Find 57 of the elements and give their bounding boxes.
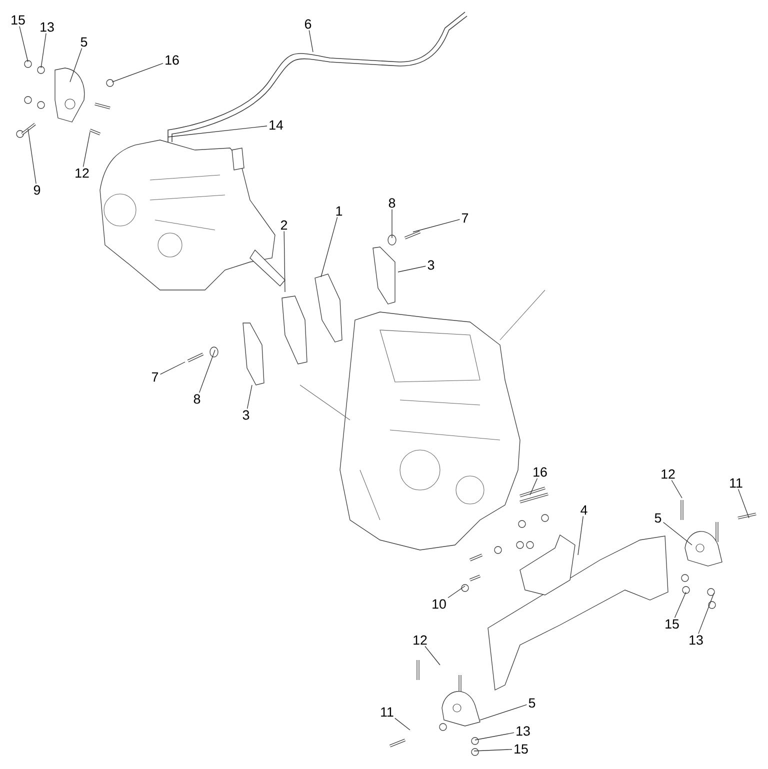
leader-line <box>398 266 426 272</box>
leader-line <box>578 516 584 556</box>
leader-line <box>480 704 528 720</box>
callout-number: 12 <box>662 469 675 479</box>
leader-line <box>284 230 286 292</box>
leader-line <box>19 26 28 62</box>
callout-number: 13 <box>690 635 703 645</box>
callout-number: 8 <box>194 394 200 404</box>
callout-number: 16 <box>166 55 179 65</box>
callout-number: 2 <box>280 220 288 230</box>
leader-line <box>474 732 514 740</box>
leader-line <box>40 33 46 68</box>
callout-number: 5 <box>80 37 88 47</box>
callout-number: 5 <box>654 513 662 523</box>
leader-line <box>320 216 338 278</box>
callout-number: 7 <box>152 372 158 382</box>
callout-number: 15 <box>12 15 25 25</box>
callout-number: 11 <box>730 478 742 488</box>
callout-number: 3 <box>242 410 250 420</box>
leader-line <box>662 522 692 546</box>
leader-line <box>112 62 164 82</box>
callout-number: 13 <box>516 726 530 736</box>
leader-line <box>70 48 82 82</box>
callout-number: 13 <box>40 22 54 32</box>
callout-number: 1 <box>336 206 342 216</box>
callout-number: 15 <box>514 744 528 754</box>
leader-line <box>424 646 440 666</box>
leader-line <box>474 749 512 752</box>
callout-number: 10 <box>432 599 446 609</box>
callout-number: 6 <box>304 19 312 29</box>
callout-number: 12 <box>414 635 427 645</box>
leader-line <box>160 362 186 375</box>
leader-line <box>412 219 460 232</box>
callout-number: 15 <box>666 619 679 629</box>
leader-line <box>28 128 36 184</box>
callout-number: 16 <box>534 467 547 477</box>
callout-number: 14 <box>270 120 284 130</box>
leader-line <box>246 384 252 410</box>
leader-line <box>448 586 466 598</box>
leader-line <box>198 350 216 394</box>
callout-number: 9 <box>34 185 40 195</box>
leader-line <box>82 132 90 168</box>
leader-line <box>738 488 750 518</box>
callout-number: 4 <box>580 505 588 515</box>
leader-line <box>394 718 410 730</box>
callout-number: 3 <box>428 260 434 270</box>
leader-line <box>698 592 714 634</box>
leader-line <box>308 30 314 52</box>
callout-number: 11 <box>381 707 394 717</box>
leader-line <box>674 592 686 618</box>
callout-number: 8 <box>388 198 396 208</box>
leader-line <box>671 480 682 498</box>
leader-line <box>168 126 268 138</box>
callout-number: 5 <box>528 698 536 708</box>
callout-number: 12 <box>76 168 89 178</box>
leader-line <box>530 478 538 496</box>
callout-number: 7 <box>462 213 468 223</box>
